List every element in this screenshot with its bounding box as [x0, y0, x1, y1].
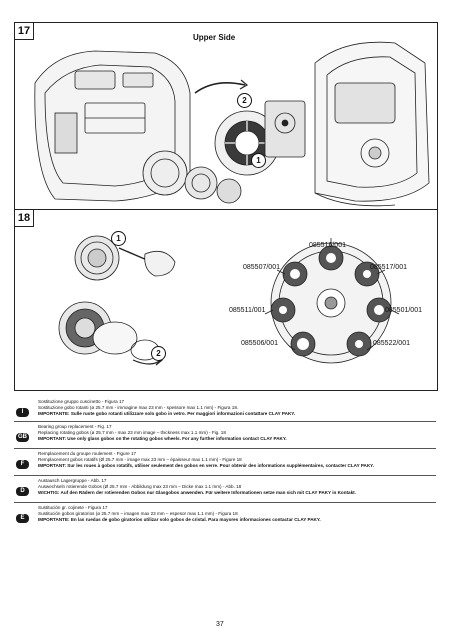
- part-number-label: 085506/001: [241, 340, 278, 347]
- text-line-important: WICHTIG: Auf den Rädern der rotierenden …: [38, 490, 356, 495]
- divider: [14, 421, 436, 422]
- language-text: Remplacement du groupe roulement - Figur…: [38, 451, 436, 469]
- callout-marker: 2: [151, 346, 166, 361]
- figure-18-panel: 18 1 2 085516/001 085507/001 085517/001 …: [14, 209, 438, 391]
- language-badge: E: [16, 514, 29, 523]
- text-line: Sustitución gr. cojinete - Figura 17: [38, 505, 108, 510]
- page-number: 37: [216, 621, 224, 628]
- language-badge: I: [16, 408, 29, 417]
- text-line-important: IMPORTANTE: En las ruedas de gobo girato…: [38, 517, 321, 522]
- divider: [14, 502, 436, 503]
- fixture-mechanism-illustration: [34, 41, 430, 207]
- part-number-label: 085511/001: [229, 307, 266, 314]
- text-line: Remplacement gobos rotatifs (Ø 25.7 mm -…: [38, 457, 242, 462]
- callout-marker: 1: [111, 231, 126, 246]
- text-line: Remplacement du groupe roulement - Figur…: [38, 451, 137, 456]
- text-line: Austausch Lagergruppe - Abb. 17: [38, 478, 107, 483]
- gobo-wheel-illustration: [58, 235, 400, 366]
- language-badge: GB: [16, 433, 29, 442]
- text-line-important: IMPORTANT: Sur les roues à gobos rotatif…: [38, 463, 375, 468]
- text-line-important: IMPORTANTE: Sulle ruote gobo rotanti uti…: [38, 411, 296, 416]
- part-number-label: 085522/001: [373, 340, 410, 347]
- part-number-label: 085501/001: [385, 307, 422, 314]
- language-text: Austausch Lagergruppe - Abb. 17 Auswechs…: [38, 478, 436, 496]
- callout-marker: 2: [237, 93, 252, 108]
- text-line: Replacing rotating gobos (ø 25.7 mm - ma…: [38, 430, 226, 435]
- text-line: Auswechseln rotierende Gobos (Ø 25.7 mm …: [38, 484, 242, 489]
- divider: [14, 475, 436, 476]
- language-badge: F: [16, 460, 29, 469]
- part-number-label: 085516/001: [309, 242, 346, 249]
- language-text: Sustitución gr. cojinete - Figura 17 Sus…: [38, 505, 436, 523]
- text-line-important: IMPORTANT: Use only glass gobos on the r…: [38, 436, 287, 441]
- language-badge: D: [16, 487, 29, 496]
- part-number-label: 085517/001: [370, 264, 407, 271]
- text-line: Sostituzione gruppo cuscinetto - Figura …: [38, 399, 125, 404]
- figure-17-panel: 17 Upper Side 2 1: [14, 22, 438, 210]
- language-text: Bearing group replacement - Fig. 17 Repl…: [38, 424, 436, 442]
- text-line: Bearing group replacement - Fig. 17: [38, 424, 112, 429]
- text-line: Sostituzione gobo rotanti (ø 25.7 mm - i…: [38, 405, 239, 410]
- figure-number: 18: [15, 210, 34, 227]
- language-text: Sostituzione gruppo cuscinetto - Figura …: [38, 399, 436, 417]
- divider: [14, 448, 436, 449]
- callout-marker: 1: [251, 153, 266, 168]
- figure-number: 17: [15, 23, 34, 40]
- part-number-label: 085507/001: [243, 264, 280, 271]
- upper-side-label: Upper Side: [193, 33, 236, 42]
- text-line: Sustitución gobos giratorios (ø 25.7 mm …: [38, 511, 238, 516]
